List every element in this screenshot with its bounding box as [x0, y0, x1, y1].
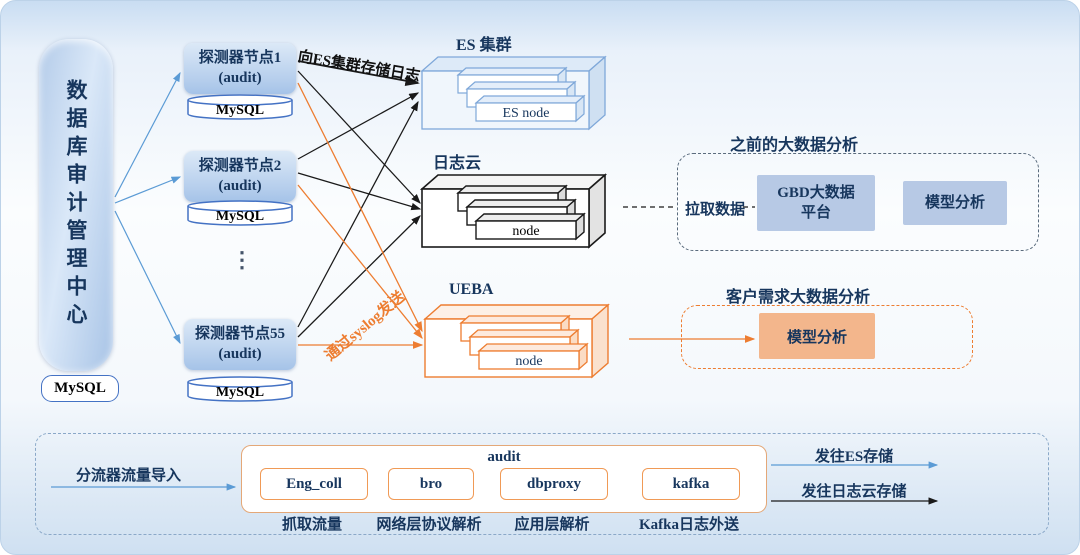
inflow-label: 分流器流量导入 — [76, 468, 182, 484]
es-cluster-box: ES node — [420, 55, 607, 131]
module-dbproxy: dbproxy — [500, 468, 608, 500]
detector-node-55-mysql-cylinder: MySQL — [187, 376, 293, 402]
detector-node-2-mysql-cylinder: MySQL — [187, 200, 293, 226]
arrow-node1-to-es — [297, 60, 420, 87]
module-dbproxy-label: dbproxy — [527, 475, 581, 492]
customer-model-analysis-label: 模型分析 — [786, 329, 847, 346]
detector-node-55-name: 探测器节点55 — [194, 326, 285, 342]
customer-analysis-title: 客户需求大数据分析 — [725, 289, 871, 306]
ueba-title: UEBA — [449, 281, 494, 298]
arrow-node2-to-ueba — [297, 184, 423, 340]
module-kafka: kafka — [642, 468, 740, 500]
gbd-platform-line1: GBD大数据 — [777, 184, 855, 201]
module-bro: bro — [388, 468, 474, 500]
module-bro-label: bro — [419, 475, 443, 492]
out-log-label: 发往日志云存储 — [801, 484, 907, 500]
module-kafka-label: kafka — [672, 475, 710, 492]
arrow-node2-to-log — [297, 172, 422, 211]
module-eng-coll: Eng_coll — [260, 468, 368, 500]
customer-analysis-panel — [681, 305, 973, 369]
detector-node-2-name: 探测器节点2 — [198, 158, 282, 174]
arrow-node55-to-es — [297, 100, 419, 328]
ueba-box: node — [423, 303, 610, 379]
module-eng-coll-desc: 抓取流量 — [281, 517, 343, 533]
arrow-center-to-node55 — [114, 210, 181, 345]
detector-node-55-sub: (audit) — [218, 345, 262, 362]
audit-management-center-title: 数据库审计管理中心 — [64, 79, 88, 331]
log-node-label: node — [512, 224, 539, 239]
prev-model-analysis-label: 模型分析 — [924, 194, 985, 211]
pull-data-label: 拉取数据 — [685, 202, 746, 218]
log-cloud-box: node — [419, 173, 608, 249]
audit-management-center: 数据库审计管理中心 — [39, 39, 113, 371]
customer-model-analysis-box: 模型分析 — [759, 313, 875, 359]
detector-node-1: 探测器节点1 (audit) — [184, 43, 296, 94]
detector-node-55-mysql-label: MySQL — [216, 385, 264, 400]
detector-node-1-sub: (audit) — [218, 69, 262, 86]
module-dbproxy-desc: 应用层解析 — [514, 517, 590, 533]
detector-ellipsis: ⋮ — [231, 247, 253, 272]
center-mysql-db: MySQL — [41, 375, 119, 402]
detector-node-2-mysql-label: MySQL — [216, 209, 264, 224]
module-eng-coll-label: Eng_coll — [286, 475, 342, 492]
audit-process-box: audit Eng_coll bro dbproxy kafka — [241, 445, 767, 513]
log-cloud-title: 日志云 — [433, 155, 482, 172]
detector-node-2-sub: (audit) — [218, 177, 262, 194]
audit-pipeline-panel — [35, 433, 1049, 535]
module-kafka-desc: Kafka日志外送 — [638, 517, 740, 533]
module-bro-desc: 网络层协议解析 — [376, 517, 482, 533]
detector-node-1-name: 探测器节点1 — [198, 50, 282, 66]
out-es-label: 发往ES存储 — [814, 449, 894, 465]
es-cluster-title: ES 集群 — [456, 37, 512, 54]
arrow-node1-to-ueba — [297, 82, 423, 333]
detector-node-1-mysql-cylinder: MySQL — [187, 94, 293, 120]
prev-model-analysis-box: 模型分析 — [903, 181, 1007, 225]
prev-analysis-title: 之前的大数据分析 — [729, 137, 859, 154]
ueba-node-label: node — [515, 354, 542, 369]
detector-node-55: 探测器节点55 (audit) — [184, 319, 296, 370]
detector-node-1-mysql-label: MySQL — [216, 103, 264, 118]
gbd-platform-box: GBD大数据 平台 — [757, 175, 875, 231]
arrow-node55-to-log — [297, 215, 421, 338]
arrow-center-to-node2 — [114, 176, 182, 204]
audit-process-title: audit — [487, 449, 521, 465]
arrow-node2-to-es — [297, 92, 420, 160]
prev-analysis-panel — [677, 153, 1039, 251]
arrow-center-to-node1 — [114, 71, 181, 198]
es-node-label: ES node — [502, 106, 549, 121]
detector-node-2: 探测器节点2 (audit) — [184, 151, 296, 202]
gbd-platform-line2: 平台 — [800, 205, 831, 221]
arrow-node1-to-log — [297, 70, 421, 204]
